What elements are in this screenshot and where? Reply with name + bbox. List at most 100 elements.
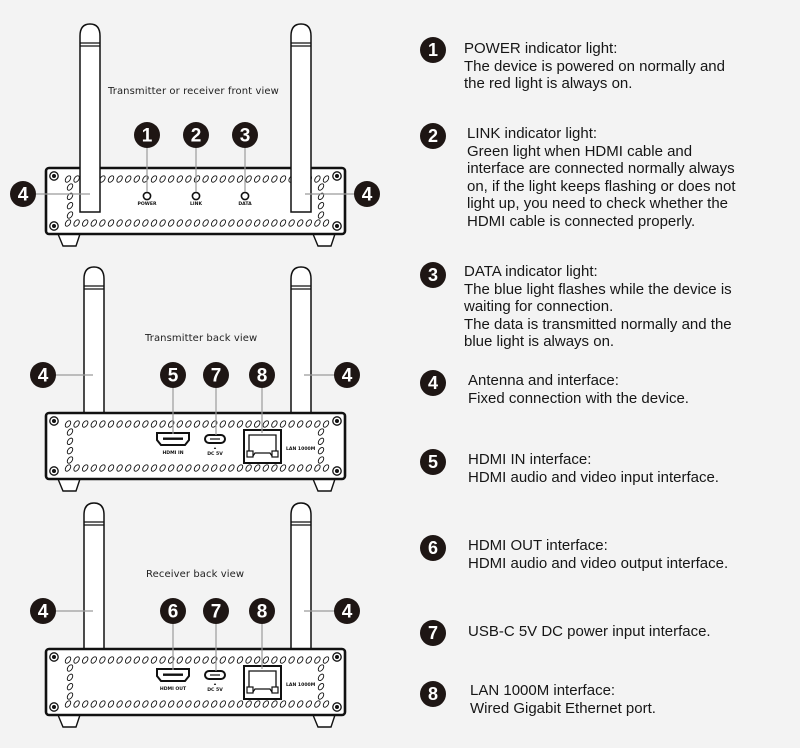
vent-slot	[99, 219, 106, 227]
vent-slot	[297, 219, 304, 227]
vent-slot	[90, 219, 97, 227]
legend-line: blue light is always on.	[464, 333, 615, 350]
vent-slot	[314, 420, 321, 428]
vent-slot	[116, 656, 123, 664]
vent-slot	[245, 656, 252, 664]
badge-number: 4	[18, 185, 29, 206]
ethernet-led	[246, 450, 254, 458]
hdmi-pins	[163, 673, 183, 676]
vent-slot	[254, 700, 261, 708]
vent-slot	[219, 175, 226, 183]
vent-slot	[116, 700, 123, 708]
legend-line: Wired Gigabit Ethernet port.	[470, 699, 656, 717]
hdmi-pins	[163, 437, 183, 440]
vent-slot	[228, 175, 235, 183]
legend-text: LINK indicator light: Green light when H…	[467, 125, 736, 230]
callout-badge-4: 4	[30, 362, 56, 388]
screw-center	[335, 469, 339, 473]
vent-slot	[90, 700, 97, 708]
legend-line: DATA indicator light:	[464, 263, 598, 280]
vent-slot	[245, 420, 252, 428]
vent-slot	[125, 420, 132, 428]
vent-slot	[99, 700, 106, 708]
vent-slot	[176, 420, 183, 428]
ethernet-port-label: LAN 1000M	[286, 682, 316, 688]
vent-slot	[228, 700, 235, 708]
badge-circle	[160, 598, 186, 624]
callout-badge-4: 4	[334, 362, 360, 388]
legend-text: LAN 1000M interface: Wired Gigabit Ether…	[470, 682, 656, 717]
vent-slot	[66, 437, 74, 445]
vent-slot	[150, 464, 158, 472]
callout-badge-4: 4	[354, 181, 380, 207]
legend-line: HDMI audio and video input interface.	[468, 468, 719, 486]
led-label: POWER	[137, 201, 156, 207]
number-badge: 8	[420, 681, 446, 707]
vent-slot	[297, 464, 304, 472]
vent-slot	[73, 464, 80, 472]
legend-line: waiting for connection.	[464, 298, 614, 315]
callout-badge-8: 8	[249, 362, 275, 388]
vent-slot	[125, 175, 132, 183]
legend-line: Fixed connection with the device.	[468, 389, 689, 407]
badge-number: 4	[38, 602, 49, 623]
vent-slot	[202, 219, 209, 227]
screw-center	[52, 705, 56, 709]
antenna-icon	[83, 266, 105, 414]
vent-slot	[73, 420, 80, 428]
vent-slot	[82, 656, 89, 664]
vent-slot	[317, 692, 325, 700]
vent-slot	[64, 464, 72, 472]
vent-slot	[176, 175, 183, 183]
vent-slot	[116, 175, 123, 183]
vent-slot	[99, 656, 106, 664]
vent-slot	[305, 700, 312, 708]
vent-slot	[185, 656, 192, 664]
vent-slot	[288, 219, 295, 227]
vent-slot	[262, 464, 269, 472]
legend-text: Antenna and interface: Fixed connection …	[468, 372, 689, 407]
vent-slot	[64, 700, 72, 708]
vent-slot	[99, 464, 106, 472]
vent-slot	[202, 464, 209, 472]
screw-center	[335, 419, 339, 423]
indicator-led-link	[191, 191, 201, 201]
badge-circle	[249, 598, 275, 624]
vent-slot	[99, 420, 106, 428]
vent-slot	[317, 211, 325, 219]
screw-center	[335, 174, 339, 178]
legend-line: HDMI audio and video output interface.	[468, 554, 729, 572]
badge-number: 4	[38, 366, 49, 387]
vent-slot	[142, 464, 149, 472]
antenna-body	[290, 23, 312, 213]
vent-slot	[219, 420, 226, 428]
vent-slot	[142, 219, 149, 227]
ethernet-port-icon	[243, 665, 282, 700]
vent-slot	[271, 464, 278, 472]
vent-slot	[66, 202, 74, 210]
vent-slot	[271, 219, 278, 227]
badge-number: 2	[191, 126, 202, 147]
vent-slot	[202, 656, 209, 664]
legend-line: light up, you need to check whether the	[467, 195, 729, 212]
vent-slot	[211, 464, 218, 472]
vent-slot	[193, 420, 201, 428]
legend-line: HDMI OUT interface:	[468, 537, 608, 554]
vent-slot	[66, 447, 74, 455]
vent-slot	[202, 700, 209, 708]
vent-slot	[314, 700, 321, 708]
legend-line: interface are connected normally always	[467, 160, 735, 177]
vent-slot	[317, 673, 325, 681]
badge-number: 1	[142, 126, 153, 147]
vent-slot	[125, 219, 132, 227]
vent-slot	[66, 683, 74, 691]
badge-circle	[183, 122, 209, 148]
vent-slot	[168, 175, 175, 183]
vent-slot	[245, 219, 252, 227]
vent-slot	[159, 464, 166, 472]
vent-slot	[150, 700, 158, 708]
vent-slot	[133, 175, 140, 183]
legend-text: DATA indicator light: The blue light fla…	[464, 263, 732, 351]
